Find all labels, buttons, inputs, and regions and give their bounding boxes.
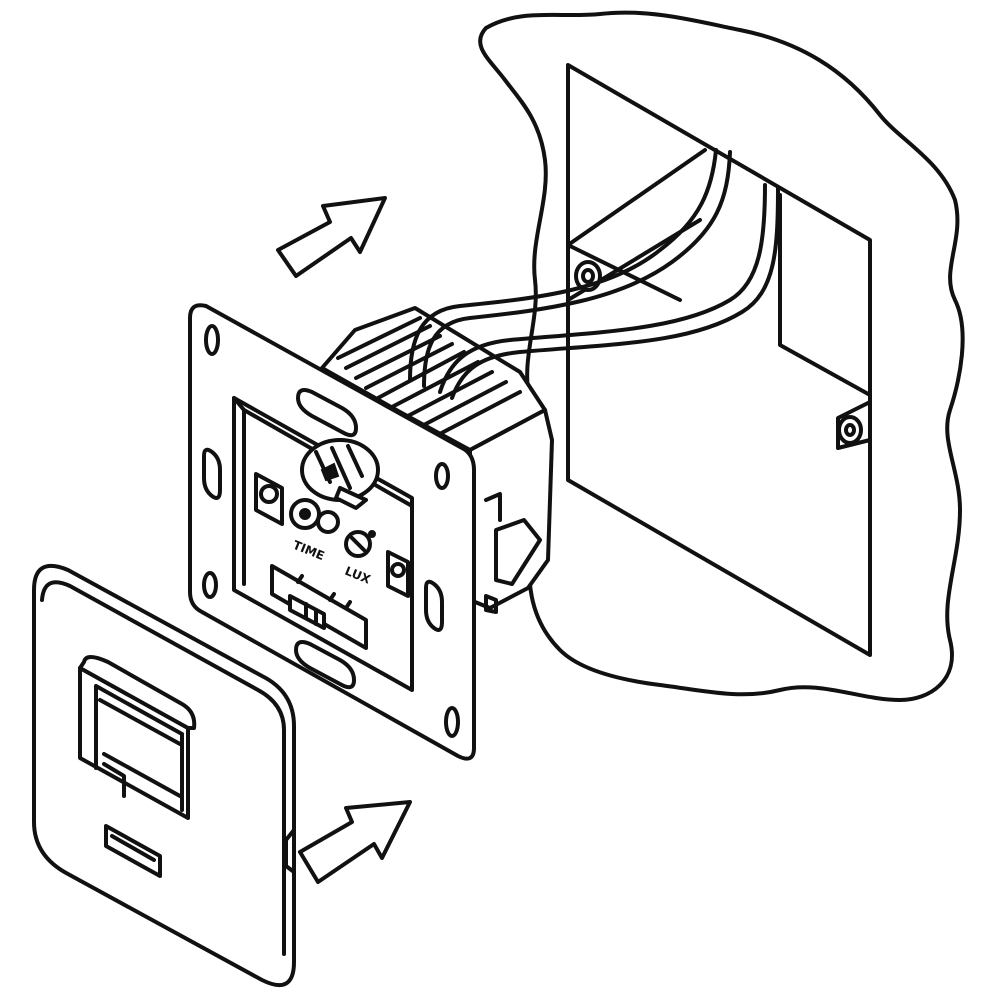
frame-keyhole-left — [202, 447, 222, 500]
wall-section — [478, 10, 965, 702]
time-adjuster: TIME — [289, 498, 340, 563]
pir-lens-segment-3 — [102, 762, 126, 798]
frame-slot-bottom — [294, 640, 356, 690]
dip-switch-divider — [304, 602, 318, 626]
sensor-cover — [32, 564, 296, 987]
arrow-icon — [276, 196, 387, 278]
module-heat-fins — [336, 316, 522, 440]
pir-lens-dome-top — [78, 655, 197, 730]
frame-hole-bottom-left — [202, 571, 218, 599]
mounting-frame: TIME LUX — [188, 303, 476, 761]
dip-switch-notches — [296, 574, 352, 610]
wall-box-screw-hole-left-inner — [581, 268, 595, 284]
dip-switch-housing — [270, 564, 368, 650]
terminal-screw-right — [390, 562, 406, 578]
module-clip-lower — [494, 518, 542, 586]
wall-box-screw-hole-right — [837, 415, 863, 445]
time-dial-second — [316, 510, 340, 534]
frame-hole-top-right — [434, 462, 450, 490]
wire-2a — [438, 183, 767, 394]
cover-edge-notch — [284, 828, 296, 874]
wire-1b — [422, 150, 732, 388]
pir-lens-segment-2 — [102, 752, 182, 798]
wire-1a — [408, 148, 718, 382]
wires — [408, 148, 780, 400]
arrow-icon — [298, 800, 412, 884]
pir-lens-segment-1 — [98, 698, 182, 746]
module-clip-upper — [484, 492, 502, 522]
frame-hole-top-left — [204, 324, 220, 356]
cover-inner-bevel — [40, 580, 286, 956]
pir-lens-inner — [94, 684, 184, 812]
frame-slot-top — [296, 388, 358, 438]
wall-box-inner-edge-top — [566, 148, 707, 247]
wall-box-screw-hole-right-inner — [844, 423, 856, 437]
arrow-upper — [276, 196, 387, 278]
terminal-screw-left — [259, 484, 279, 504]
screw-terminal-icon — [300, 438, 380, 510]
frame-keyhole-right — [424, 579, 444, 632]
frame-hole-bottom-right — [444, 706, 460, 738]
wall-box-opening — [566, 63, 872, 657]
wire-2b — [450, 186, 780, 400]
module-clip-foot — [484, 594, 498, 614]
cover-indicator-inner — [110, 834, 156, 862]
wall-box-inner-back — [778, 193, 872, 397]
arrow-lower — [298, 800, 412, 884]
